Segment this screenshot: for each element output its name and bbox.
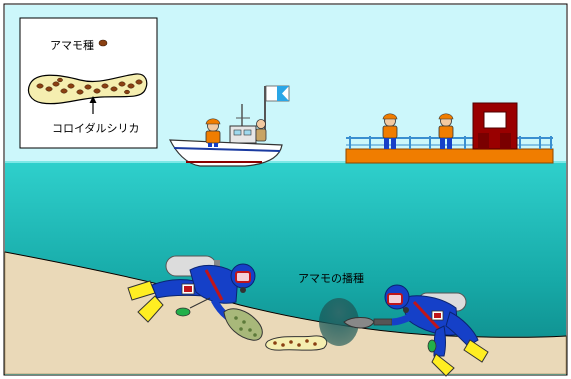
inset-box bbox=[19, 17, 158, 149]
seagrass-planting-label: アマモの播種 bbox=[298, 272, 364, 285]
pontoon bbox=[345, 102, 554, 164]
placed-capsules bbox=[265, 335, 328, 351]
seed-legend-dot bbox=[98, 39, 108, 47]
boat-crew bbox=[255, 119, 267, 142]
pontoon-worker-2 bbox=[438, 113, 454, 149]
colloidal-silica-label: コロイダルシリカ bbox=[52, 122, 140, 135]
planting-mound bbox=[319, 298, 359, 346]
boat-worker bbox=[205, 118, 221, 147]
seabed-edge bbox=[4, 251, 567, 338]
diver-left bbox=[127, 255, 263, 341]
diver-right bbox=[384, 284, 489, 377]
capsule-seeds bbox=[36, 77, 143, 95]
boat bbox=[169, 85, 290, 167]
pontoon-worker-1 bbox=[382, 113, 398, 149]
pontoon-hut bbox=[472, 102, 518, 150]
silica-arrow bbox=[89, 96, 97, 114]
seed-label: アマモ種 bbox=[50, 39, 94, 52]
